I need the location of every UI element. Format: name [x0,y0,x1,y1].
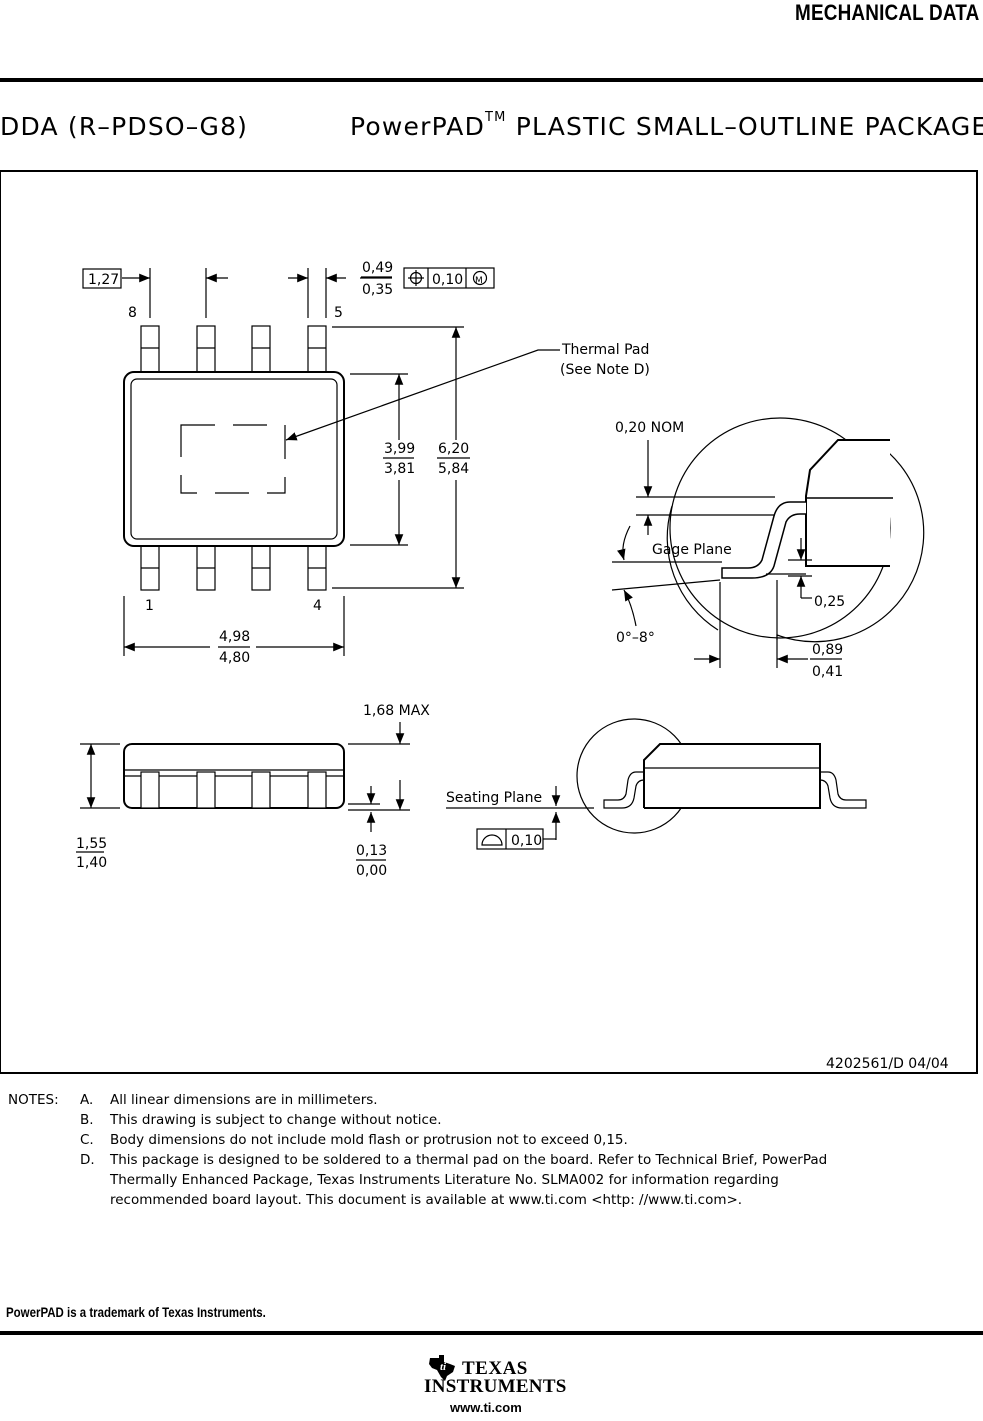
position-tolerance: 0,10 [432,272,463,288]
pin-5-label: 5 [334,305,343,321]
top-view-package [123,325,345,591]
lead-width-max: 0,49 [362,260,393,276]
body-width-max: 3,99 [384,441,415,457]
top-leads [140,325,327,373]
bottom-leads [140,545,327,591]
lead-width-min: 0,35 [362,282,393,298]
package-title: PowerPADTM PLASTIC SMALL–OUTLINE PACKAGE [350,110,983,141]
trademark-superscript: TM [485,110,507,125]
note-text: This drawing is subject to change withou… [110,1112,442,1128]
overall-width-min: 5,84 [438,461,469,477]
footer-rule [0,1331,983,1335]
package-title-brand: PowerPAD [350,112,486,141]
foot-length-max: 0,89 [812,642,843,658]
header-rule [0,78,983,82]
note-text: This package is designed to be soldered … [110,1152,828,1168]
package-code: DDA (R–PDSO–G8) [0,112,249,141]
note-text: All linear dimensions are in millimeters… [110,1092,378,1108]
pitch-dimension: 1,27 [88,272,119,288]
gage-plane-label: Gage Plane [652,542,732,558]
body-length-min: 4,80 [219,650,250,666]
foot-length-min: 0,41 [812,664,843,680]
note-letter: A. [80,1092,94,1108]
pin-8-label: 8 [128,305,137,321]
note-letter: C. [80,1132,94,1148]
standoff-min: 0,00 [356,863,387,879]
drawing-number: 4202561/D 04/04 [826,1056,949,1072]
texas-state-icon: ti [429,1355,455,1381]
note-letter: B. [80,1112,94,1128]
mmc-modifier: M [475,276,483,286]
logo-texas: Texas [462,1358,528,1379]
body-height-max: 1,55 [76,836,107,852]
website-link[interactable]: www.ti.com [450,1400,522,1415]
seating-plane-label: Seating Plane [446,790,542,806]
thermal-pad-note: (See Note D) [560,362,650,378]
body-length-max: 4,98 [219,629,250,645]
overall-width-max: 6,20 [438,441,469,457]
package-title-desc: PLASTIC SMALL–OUTLINE PACKAGE [515,112,983,141]
trademark-notice: PowerPAD is a trademark of Texas Instrum… [6,1304,266,1320]
body-height-min: 1,40 [76,855,107,871]
drawing-frame [0,170,978,1074]
body-width-min: 3,81 [384,461,415,477]
note-letter: D. [80,1152,95,1168]
height-max: 1,68 MAX [363,703,430,719]
lead-angle: 0°–8° [616,630,655,646]
ti-logo: ti Texas Instruments www.ti.com [422,1354,572,1415]
section-title: MECHANICAL DATA [794,0,979,25]
lead-thickness: 0,20 NOM [615,420,684,436]
logo-instruments: Instruments [424,1376,567,1397]
gage-value: 0,25 [814,594,845,610]
note-text: Thermally Enhanced Package, Texas Instru… [110,1172,779,1188]
flatness-tolerance: 0,10 [511,833,542,849]
side-detail-view [576,718,867,834]
standoff-max: 0,13 [356,843,387,859]
thermal-pad-label: Thermal Pad [561,342,649,358]
thermal-pad-outline [180,424,286,494]
detail-view [666,417,925,643]
side-view-package [123,743,345,809]
note-text: recommended board layout. This document … [110,1192,743,1208]
notes-heading: NOTES: [8,1092,59,1108]
pin-4-label: 4 [313,598,322,614]
svg-text:ti: ti [440,1361,447,1373]
note-text: Body dimensions do not include mold flas… [110,1132,628,1148]
pin-1-label: 1 [145,598,154,614]
